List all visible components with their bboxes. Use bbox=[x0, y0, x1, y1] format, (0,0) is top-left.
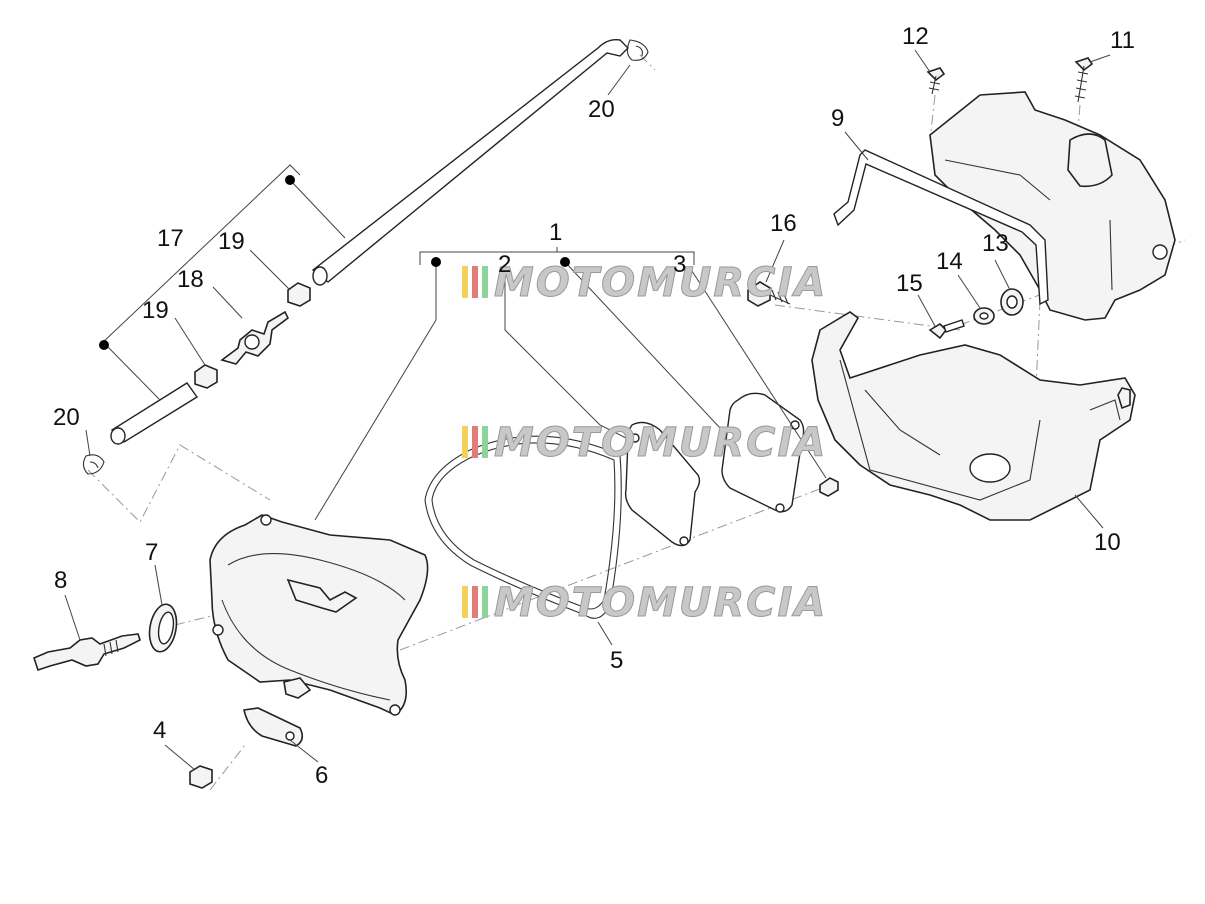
plate-gasket-small bbox=[624, 421, 701, 547]
lower-cover-shroud bbox=[811, 311, 1136, 521]
fixing-screw bbox=[928, 319, 965, 340]
leader-lines bbox=[64, 49, 1111, 771]
callout-9: 9 bbox=[831, 105, 844, 132]
cylinder-head-cover bbox=[209, 514, 429, 716]
spark-plug bbox=[33, 633, 141, 672]
svg-text:MOTOMURCIA: MOTOMURCIA bbox=[494, 260, 827, 306]
callout-16: 16 bbox=[770, 210, 797, 237]
callout-6: 6 bbox=[315, 762, 328, 789]
spark-plug-seal bbox=[148, 603, 178, 653]
breather-hose-short bbox=[110, 382, 199, 445]
callout-7: 7 bbox=[145, 539, 158, 566]
callout-20-upper: 20 bbox=[588, 96, 615, 123]
callout-1: 1 bbox=[549, 219, 562, 246]
hose-clamp-lower bbox=[82, 454, 105, 475]
callout-11: 11 bbox=[1110, 27, 1135, 54]
callout-18: 18 bbox=[177, 266, 204, 293]
svg-text:MOTOMURCIA: MOTOMURCIA bbox=[494, 420, 827, 466]
self-tapping-screw-short bbox=[926, 67, 946, 95]
callout-labels: 1 2 3 4 5 6 7 8 9 10 11 12 13 14 15 16 1… bbox=[53, 23, 1135, 789]
plate-cover bbox=[721, 392, 805, 513]
watermark-top: MOTOMURCIA bbox=[462, 260, 827, 307]
callout-2: 2 bbox=[498, 251, 511, 278]
callout-4: 4 bbox=[153, 717, 166, 744]
mounting-bracket bbox=[243, 707, 304, 747]
hose-clamp-top bbox=[626, 39, 649, 61]
watermark-bottom: MOTOMURCIA bbox=[462, 580, 827, 627]
hose-nut-lower bbox=[194, 364, 218, 389]
group-bullets bbox=[99, 175, 570, 350]
callout-20-lower: 20 bbox=[53, 404, 80, 431]
callout-10: 10 bbox=[1094, 529, 1121, 556]
callout-5: 5 bbox=[610, 647, 623, 674]
callout-17: 17 bbox=[157, 225, 184, 252]
flange-bolt bbox=[189, 765, 213, 789]
callout-15: 15 bbox=[896, 270, 923, 297]
knurled-screw bbox=[747, 281, 791, 307]
rubber-grommet bbox=[1000, 288, 1024, 316]
self-tapping-screw-long bbox=[1074, 57, 1094, 103]
watermark-middle: MOTOMURCIA bbox=[462, 420, 827, 467]
callout-3: 3 bbox=[673, 251, 686, 278]
locating-pin bbox=[819, 477, 839, 497]
hose-nut-upper bbox=[287, 282, 311, 307]
callout-14: 14 bbox=[936, 248, 963, 275]
callout-13: 13 bbox=[982, 230, 1009, 257]
spacer-washer bbox=[973, 307, 995, 325]
callout-19-upper: 19 bbox=[218, 228, 245, 255]
callout-12: 12 bbox=[902, 23, 929, 50]
breather-valve bbox=[220, 310, 290, 365]
cover-gasket bbox=[424, 435, 622, 619]
callout-19-lower: 19 bbox=[142, 297, 169, 324]
upper-cover-shroud bbox=[833, 91, 1176, 321]
callout-8: 8 bbox=[54, 567, 67, 594]
svg-text:MOTOMURCIA: MOTOMURCIA bbox=[494, 580, 827, 626]
breather-hose-long bbox=[311, 38, 629, 286]
